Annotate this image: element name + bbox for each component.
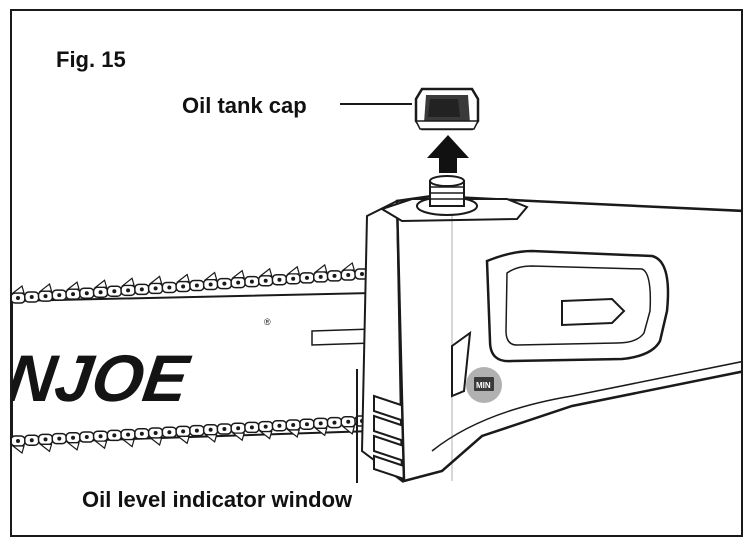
chain-link (299, 418, 315, 430)
chain-link (285, 419, 301, 439)
chain-link (79, 287, 95, 299)
chain-link (147, 427, 164, 447)
chain-link (92, 279, 109, 298)
chain-link (216, 277, 233, 290)
chain-link (51, 289, 68, 301)
chain-link (24, 434, 40, 446)
chain-link (202, 424, 219, 443)
window-min-mark: MIN (476, 381, 491, 390)
chain-link (134, 283, 150, 296)
chain-link (120, 277, 136, 297)
chain-link (12, 435, 26, 455)
chain-link (189, 424, 205, 437)
chain-link (326, 270, 343, 282)
chain-link (175, 425, 191, 445)
chain-link (161, 426, 178, 438)
oil-filler-neck (416, 175, 478, 216)
arrow-up-icon (427, 135, 469, 173)
chain-link (257, 267, 274, 287)
figure-frame: UNJOE ® (10, 9, 743, 537)
chain-link (106, 285, 123, 298)
chain-link (312, 417, 329, 437)
chain-link (202, 271, 219, 291)
chain-link (161, 281, 178, 294)
chain-link (120, 428, 136, 448)
registered-mark: ® (264, 317, 271, 327)
chain-link (230, 422, 246, 442)
chain-link (271, 420, 288, 432)
chain-link (189, 279, 205, 292)
oil-tank-cap-label: Oil tank cap (182, 93, 307, 118)
figure-label: Fig. 15 (56, 47, 126, 72)
chain-link (230, 269, 246, 289)
chain-bottom (12, 415, 370, 455)
chain-link (37, 433, 54, 453)
chain-link (326, 416, 343, 429)
chain-link (37, 283, 54, 302)
chain-link (285, 265, 301, 285)
oil-tank-cap (414, 87, 480, 131)
chain-link (244, 421, 260, 434)
chain-link (244, 275, 260, 288)
oil-level-window: MIN (466, 367, 502, 403)
chainsaw-illustration: UNJOE ® (12, 87, 741, 484)
saw-housing (360, 194, 741, 484)
chain-link (147, 275, 164, 295)
chain-link (106, 429, 123, 442)
chain-link (92, 430, 109, 450)
chain-link (79, 431, 95, 443)
chain-top (12, 261, 370, 304)
chain-link (312, 263, 329, 283)
chain-link (257, 420, 274, 440)
chain-link (340, 416, 356, 435)
chain-link (65, 432, 81, 451)
chain-link (24, 291, 40, 303)
chain-link (271, 274, 288, 286)
guide-bar: UNJOE ® (12, 291, 373, 445)
chain-link (340, 261, 356, 281)
chain-link (65, 281, 81, 300)
chain-link (175, 273, 191, 293)
chain-link (51, 432, 68, 445)
chain-link (216, 423, 233, 435)
bar-logo: UNJOE (12, 342, 195, 416)
oil-level-window-label: Oil level indicator window (82, 487, 353, 512)
chain-link (299, 272, 315, 284)
chain-link (134, 428, 150, 440)
chain-link (12, 284, 26, 304)
